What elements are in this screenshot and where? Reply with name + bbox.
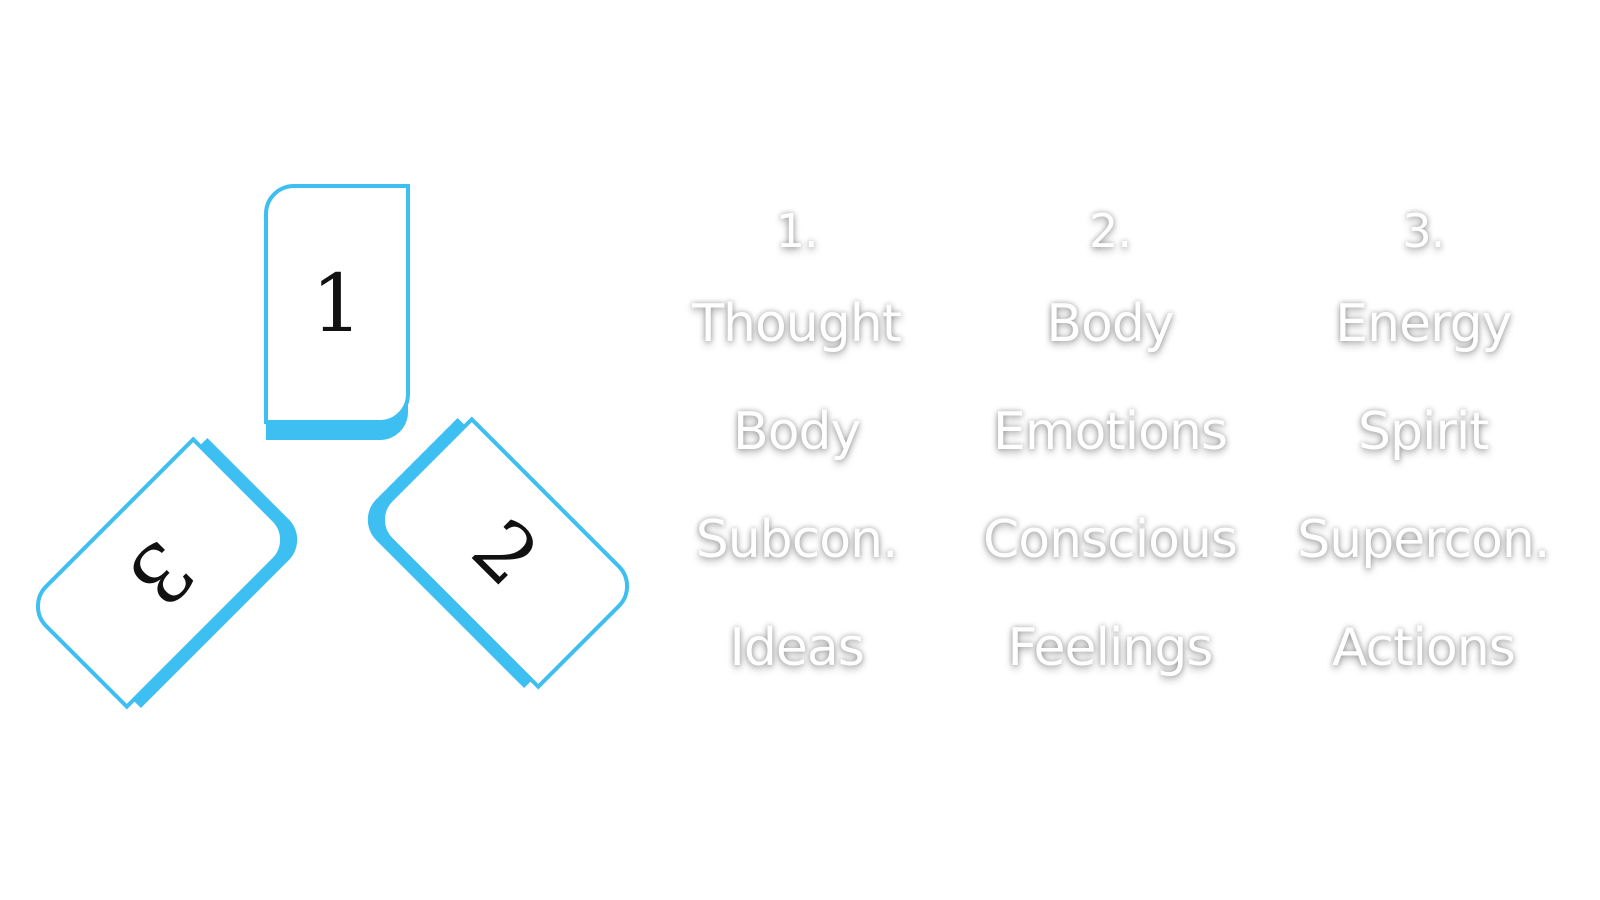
column-3-item-2: Spirit [1357, 402, 1490, 462]
column-3-item-4: Actions [1331, 618, 1516, 678]
card-1[interactable]: 1 [264, 184, 410, 424]
column-3-header: 3. [1402, 204, 1445, 258]
column-2-item-2: Emotions [992, 402, 1228, 462]
card-2[interactable]: 2 [368, 416, 642, 690]
card-2-label: 2 [454, 501, 557, 604]
column-2-item-1: Body [1046, 294, 1174, 354]
card-1-label: 1 [311, 257, 363, 350]
column-1-item-2: Body [733, 402, 861, 462]
card-3[interactable]: 3 [23, 436, 297, 710]
column-1-item-3: Subcon. [695, 510, 899, 570]
category-table: 1. 2. 3. Thought Body Energy Body Emotio… [640, 200, 1580, 720]
card-3-label: 3 [109, 522, 212, 625]
column-1-item-1: Thought [692, 294, 902, 354]
column-2-item-4: Feelings [1007, 618, 1213, 678]
column-3-item-3: Supercon. [1297, 510, 1550, 570]
column-1-item-4: Ideas [729, 618, 865, 678]
column-2-header: 2. [1089, 204, 1132, 258]
column-2-item-3: Conscious [982, 510, 1238, 570]
column-3-item-1: Energy [1335, 294, 1512, 354]
column-1-header: 1. [775, 204, 819, 258]
